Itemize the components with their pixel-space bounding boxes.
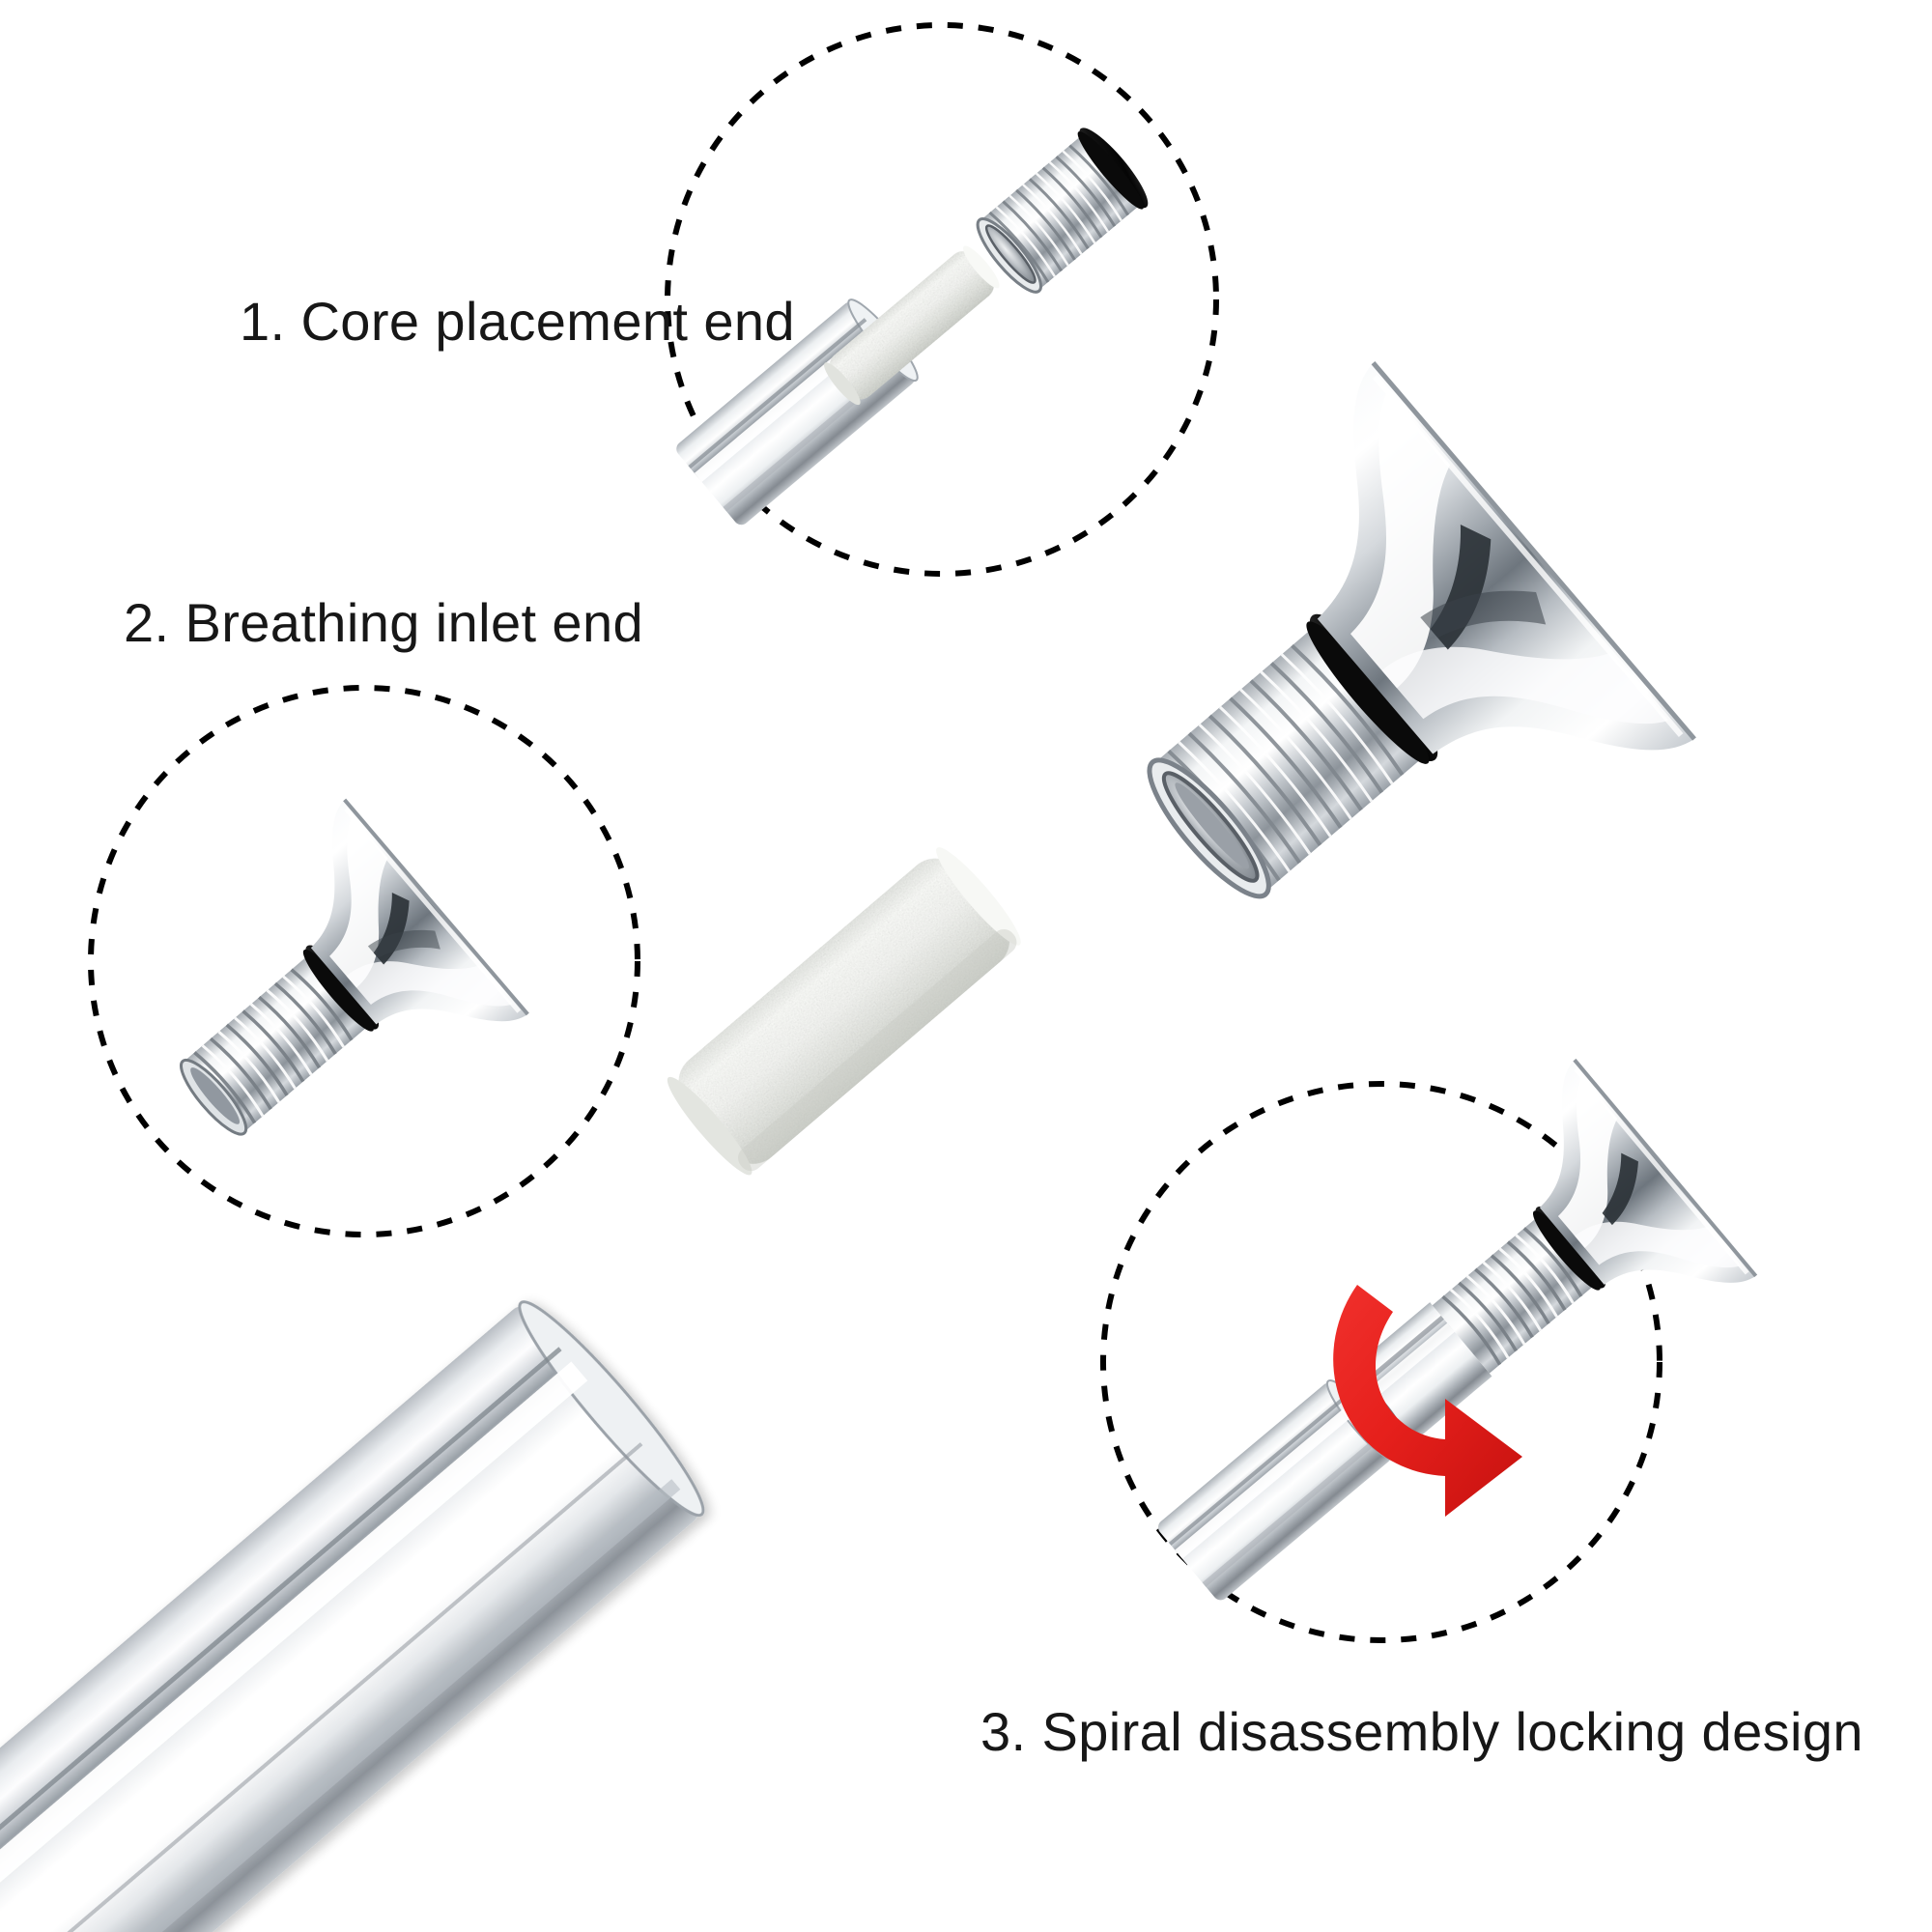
dashed-circle-icon (1100, 1081, 1662, 1643)
chrome-tube-body (0, 1300, 705, 1932)
step-label-spiral-locking: 3. Spiral disassembly locking design (980, 1701, 1863, 1762)
dashed-circle-icon (88, 685, 640, 1237)
black-o-ring (1306, 613, 1438, 764)
callout-breathing-inlet (88, 685, 640, 1237)
black-o-ring (1532, 1206, 1606, 1291)
rotation-arrow-icon (1333, 1285, 1522, 1517)
male-threads (180, 956, 367, 1136)
mouthpiece-bell (310, 798, 529, 1025)
black-o-ring (302, 945, 380, 1032)
dashed-circle-icon (665, 22, 1219, 577)
mouthpiece-bell (1539, 1058, 1758, 1285)
callout-spiral-locking (1100, 1058, 1758, 1643)
cotton-filter-core (667, 847, 1021, 1176)
callout-core-placement (665, 22, 1219, 577)
mouthpiece-bell (1317, 361, 1696, 754)
chrome-mouthpiece (1147, 361, 1696, 899)
male-threads (1432, 1218, 1594, 1374)
step-label-breathing-inlet: 2. Breathing inlet end (124, 592, 644, 653)
step-label-core-placement: 1. Core placement end (240, 291, 795, 352)
